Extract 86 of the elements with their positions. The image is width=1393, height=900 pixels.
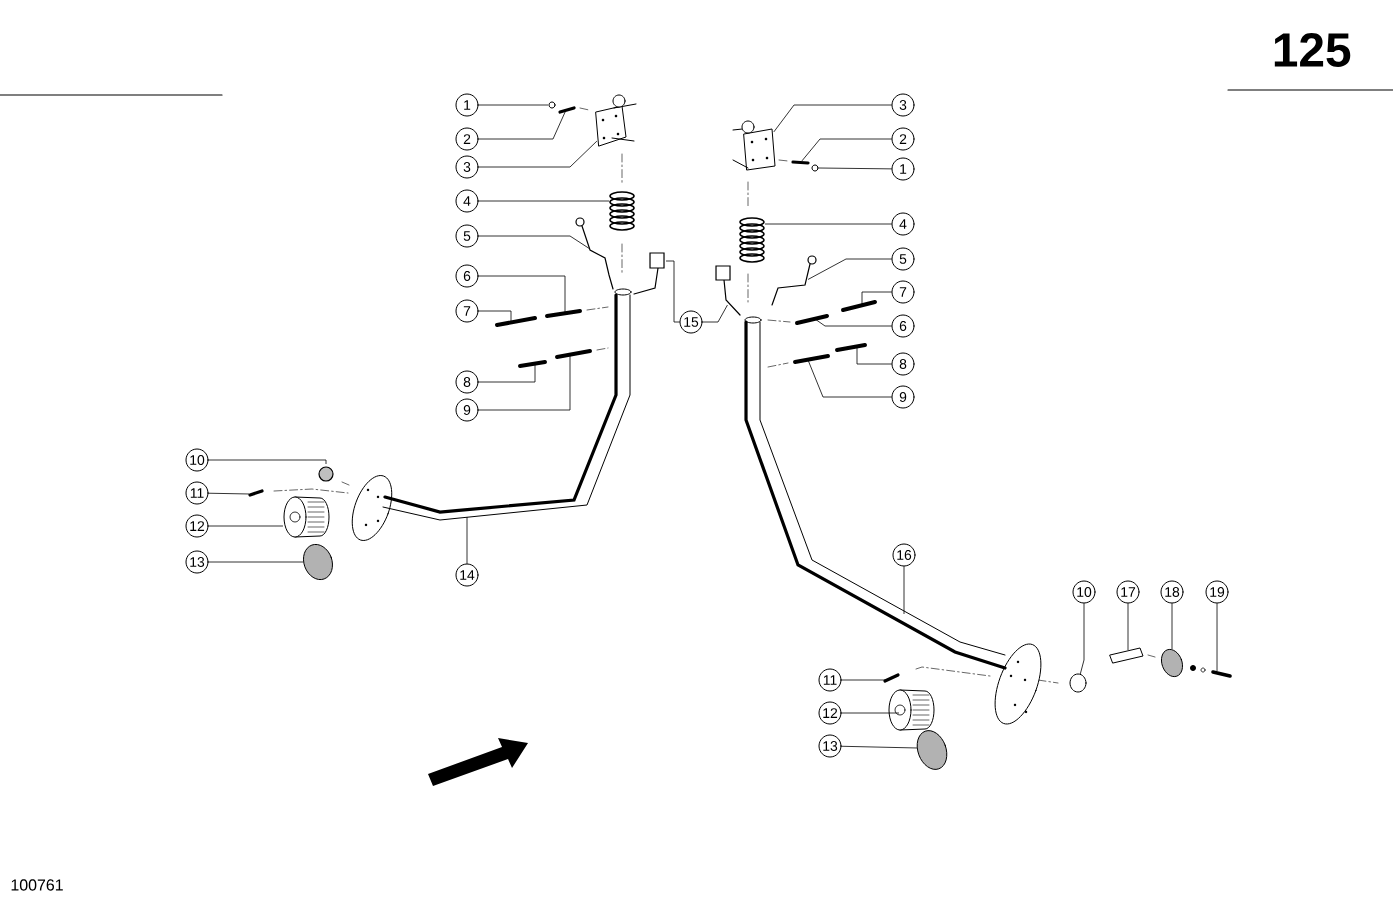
leader-line	[841, 679, 885, 681]
callout-number: 10	[185, 448, 209, 472]
callout-number: 11	[818, 668, 842, 692]
leader-line	[1216, 603, 1218, 671]
callout-number: 1	[891, 157, 915, 181]
leader-line	[1080, 603, 1085, 674]
bolt	[1211, 670, 1232, 678]
rubber-pad	[303, 543, 334, 581]
callout-number: 14	[455, 563, 479, 587]
washer	[548, 101, 556, 109]
leader-line	[208, 525, 283, 527]
leader-line	[478, 140, 597, 168]
mounting-bracket	[732, 120, 776, 171]
callout-number: 12	[185, 514, 209, 538]
leader-line	[466, 517, 468, 564]
pedal-lever	[744, 316, 1007, 670]
spring	[739, 217, 765, 263]
cap	[318, 466, 334, 482]
callout-number: 12	[818, 701, 842, 725]
leader-line	[208, 459, 327, 464]
leader-line	[903, 566, 905, 614]
leader-line	[478, 200, 609, 202]
leader-line	[478, 111, 566, 140]
callout-number: 11	[185, 481, 209, 505]
callout-number: 13	[185, 550, 209, 574]
callout-number: 2	[455, 127, 479, 151]
spring	[609, 191, 635, 231]
leader-line	[478, 235, 589, 249]
leader-line	[816, 319, 892, 327]
cap	[1069, 673, 1087, 693]
callout-number: 15	[679, 310, 703, 334]
leader-line	[808, 258, 892, 280]
callout-number: 5	[455, 224, 479, 248]
leader-line	[478, 365, 536, 383]
knob	[283, 496, 330, 538]
leader-line	[808, 361, 892, 398]
leader-line	[208, 492, 249, 495]
leader-line	[773, 104, 892, 132]
callout-number: 4	[891, 212, 915, 236]
pin	[841, 300, 877, 312]
leader-line	[856, 348, 892, 365]
leader-line	[208, 561, 303, 563]
leader-line	[841, 745, 917, 749]
rubber-pad	[916, 730, 948, 770]
callout-number: 7	[891, 280, 915, 304]
leader-line	[478, 275, 566, 312]
leader-line	[841, 712, 899, 714]
pin	[1109, 647, 1144, 664]
leader-line	[765, 223, 892, 225]
leader-line	[666, 260, 680, 323]
callout-number: 10	[1072, 580, 1096, 604]
wire	[771, 255, 817, 306]
leader-line	[478, 356, 571, 411]
pedal-lever	[382, 288, 632, 521]
screw	[791, 160, 810, 165]
leader-line	[801, 138, 892, 161]
wire	[575, 217, 614, 290]
leader-line	[1171, 603, 1173, 649]
leader-line	[1127, 603, 1129, 650]
page-number: 125	[1274, 33, 1351, 67]
leader-line	[478, 104, 548, 106]
leader-line	[478, 310, 512, 321]
cable-plug	[715, 265, 741, 316]
drawing-number: 100761	[11, 879, 63, 891]
leader-line	[702, 305, 728, 323]
leader-line	[861, 291, 892, 304]
mounting-bracket	[595, 94, 637, 147]
callout-number: 2	[891, 127, 915, 151]
screw	[883, 673, 900, 683]
screw	[248, 489, 264, 497]
callout-number: 5	[891, 247, 915, 271]
callout-number: 18	[1160, 580, 1184, 604]
callout-number: 13	[818, 734, 842, 758]
screw	[558, 106, 576, 114]
callout-number: 4	[455, 189, 479, 213]
leader-line	[819, 167, 892, 170]
knob	[888, 689, 935, 731]
callout-number: 6	[455, 264, 479, 288]
cable-plug	[633, 252, 665, 295]
callout-number: 19	[1205, 580, 1229, 604]
callout-number: 3	[891, 93, 915, 117]
callout-number: 17	[1116, 580, 1140, 604]
pin	[795, 314, 829, 325]
callout-number: 1	[455, 93, 479, 117]
washer	[811, 164, 819, 172]
callout-number: 3	[455, 155, 479, 179]
